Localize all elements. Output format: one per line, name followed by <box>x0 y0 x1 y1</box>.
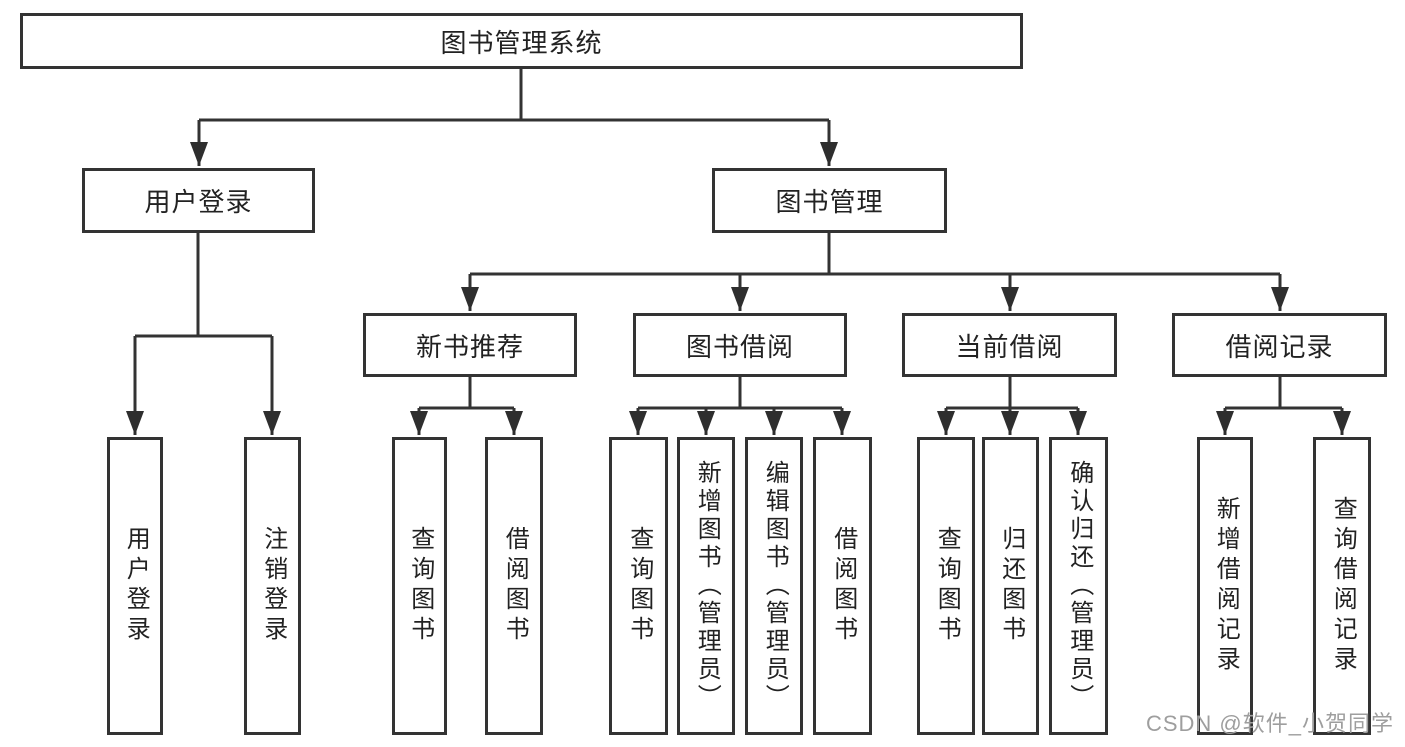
leaf-label: 借阅图书 <box>501 526 529 646</box>
leaf-label: 注销登录 <box>259 526 287 646</box>
leaf-logout: 注销登录 <box>244 437 301 735</box>
leaf-label: 归还图书 <box>997 526 1025 646</box>
leaf-user-login: 用户登录 <box>107 437 163 735</box>
wire-book-borrow-bus <box>638 377 842 410</box>
wire-current-borrow-bus <box>946 377 1078 410</box>
leaf-nbr-borrow-books: 借阅图书 <box>485 437 543 735</box>
node-new-book-recommend: 新书推荐 <box>363 313 577 377</box>
leaf-nbr-query-books: 查询图书 <box>392 437 447 735</box>
leaf-bb-add-books-admin: 新增图书（管理员） <box>677 437 735 735</box>
leaf-bb-borrow-books: 借阅图书 <box>813 437 872 735</box>
wire-root-bus <box>199 69 829 122</box>
leaf-label: 借阅图书 <box>829 526 857 646</box>
leaf-br-add-record: 新增借阅记录 <box>1197 437 1253 735</box>
node-root: 图书管理系统 <box>20 13 1023 69</box>
node-book-borrow: 图书借阅 <box>633 313 847 377</box>
leaf-label: 新增图书（管理员） <box>693 460 721 712</box>
leaf-label: 用户登录 <box>122 526 150 646</box>
leaf-label: 查询借阅记录 <box>1329 496 1357 676</box>
node-current-borrow: 当前借阅 <box>902 313 1117 377</box>
node-user-login: 用户登录 <box>82 168 315 233</box>
leaf-bb-query-books: 查询图书 <box>609 437 668 735</box>
leaf-label: 编辑图书（管理员） <box>761 460 789 712</box>
leaf-label: 新增借阅记录 <box>1212 496 1240 676</box>
wire-user-login-bus <box>135 233 272 338</box>
leaf-br-query-record: 查询借阅记录 <box>1313 437 1371 735</box>
wire-new-book-recommend-bus <box>419 377 514 410</box>
node-book-management: 图书管理 <box>712 168 947 233</box>
leaf-cb-return-books: 归还图书 <box>982 437 1039 735</box>
leaf-label: 查询图书 <box>625 526 653 646</box>
leaf-label: 查询图书 <box>406 526 434 646</box>
leaf-label: 查询图书 <box>933 526 961 646</box>
leaf-cb-confirm-return-admin: 确认归还（管理员） <box>1049 437 1108 735</box>
csdn-watermark: CSDN @软件_小贺同学 <box>1145 711 1394 736</box>
leaf-label: 确认归还（管理员） <box>1065 460 1093 712</box>
node-borrow-records: 借阅记录 <box>1172 313 1387 377</box>
leaf-cb-query-books: 查询图书 <box>917 437 975 735</box>
leaf-bb-edit-books-admin: 编辑图书（管理员） <box>745 437 803 735</box>
wire-book-management-bus <box>470 233 1280 276</box>
wire-borrow-records-bus <box>1225 377 1342 410</box>
